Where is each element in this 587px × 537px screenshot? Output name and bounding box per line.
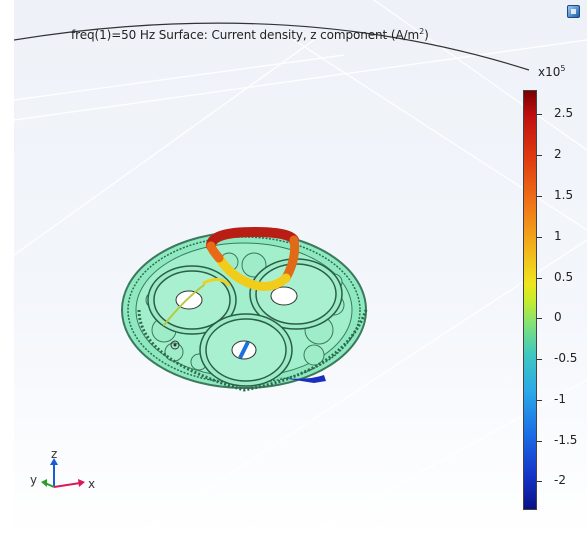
colorbar-tick-label: 1.5 xyxy=(554,188,574,203)
colorbar-tick-label: -0.5 xyxy=(554,351,578,366)
colorbar-tick-mark xyxy=(537,481,542,483)
colorbar-tick-mark xyxy=(537,318,542,320)
colorbar-tick-mark xyxy=(537,236,542,238)
colorbar xyxy=(523,90,537,510)
colorbar-tick-mark xyxy=(537,114,542,116)
axis-x-label: x xyxy=(88,477,96,491)
axis-y-label: y xyxy=(30,473,38,487)
current-loop-streamline xyxy=(163,226,300,326)
colorbar-tick-label: -2 xyxy=(554,473,566,488)
colorbar-tick-label: 1 xyxy=(554,228,562,243)
plane-boundary-curve xyxy=(14,22,530,71)
floor-grid xyxy=(14,0,587,537)
colorbar-tick-mark xyxy=(537,359,542,361)
colorbar-tick-label: 0 xyxy=(554,310,562,325)
colorbar-tick-mark xyxy=(537,155,542,157)
colorbar-tick-label: 2 xyxy=(554,147,562,162)
colorbar-tick-label: -1.5 xyxy=(554,432,578,447)
colorbar-multiplier: x105 xyxy=(538,64,566,79)
viewport-icon[interactable] xyxy=(567,5,580,18)
axis-triad: z y x xyxy=(30,447,96,504)
colorbar-tick-label: -1 xyxy=(554,391,566,406)
colorbar-tick-mark xyxy=(537,196,542,198)
colorbar-tick-label: 0.5 xyxy=(554,269,574,284)
colorbar-tick-mark xyxy=(537,440,542,442)
plot-title: freq(1)=50 Hz Surface: Current density, … xyxy=(71,27,429,42)
cable-cross-section[interactable] xyxy=(121,231,368,392)
graphics-viewport[interactable]: freq(1)=50 Hz Surface: Current density, … xyxy=(14,0,587,537)
cable-model-scene[interactable] xyxy=(14,0,587,537)
colorbar-tick-mark xyxy=(537,277,542,279)
axis-triad-icon xyxy=(41,458,85,488)
colorbar-tick-mark xyxy=(537,399,542,401)
colorbar-tick-label: 2.5 xyxy=(554,106,574,121)
axis-z-label: z xyxy=(51,447,58,461)
